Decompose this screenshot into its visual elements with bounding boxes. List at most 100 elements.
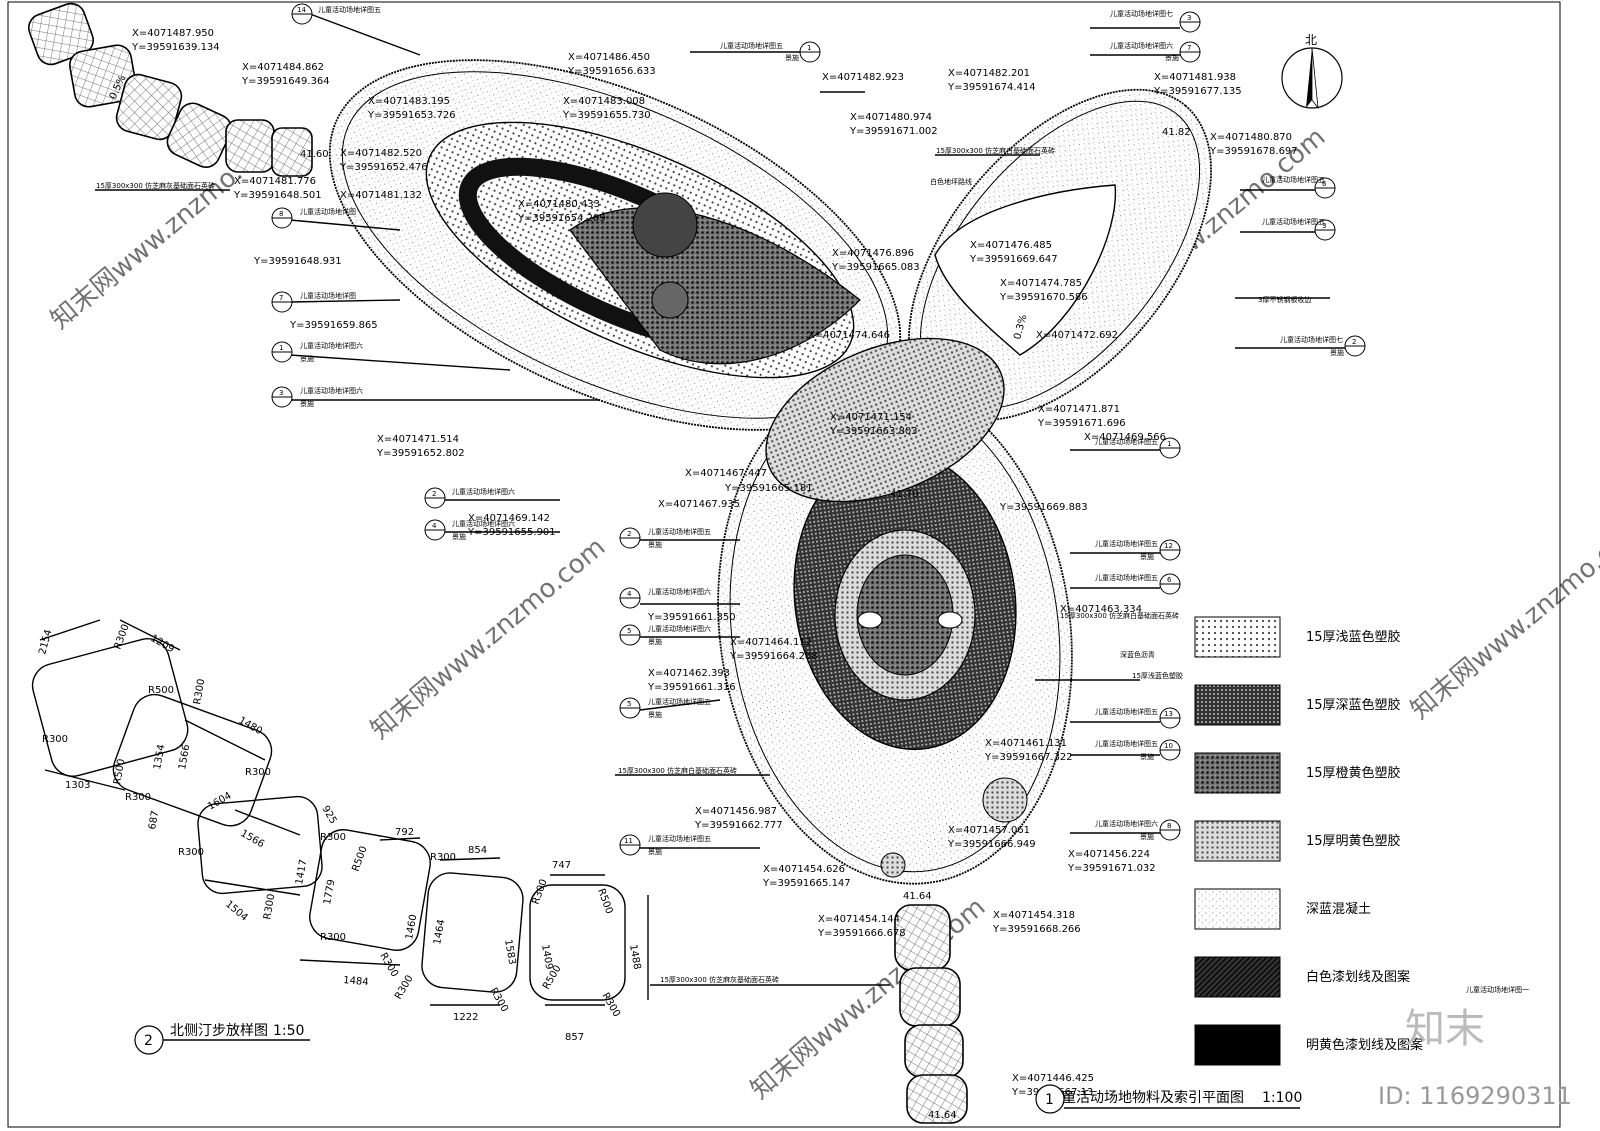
callout-text: 儿童活动场地详图五	[1095, 539, 1158, 548]
legend-label: 15厚明黄色塑胶	[1306, 833, 1401, 849]
callout-sub: 景施	[648, 710, 662, 719]
coordinate-label: X=4071481.132	[340, 190, 422, 201]
dimension-label: 1504	[223, 899, 250, 924]
coordinate-label: Y=39591665.083	[831, 262, 920, 273]
coordinate-label: X=4071471.154	[830, 412, 912, 423]
elevation-label: 41.70	[890, 489, 919, 500]
dimension-label: 854	[468, 845, 487, 856]
dimension-label: 1303	[65, 780, 90, 791]
callout-number: 2	[432, 490, 436, 498]
coordinate-label: Y=39591639.134	[131, 42, 220, 53]
coordinate-label: X=4071474.646	[808, 330, 890, 341]
callout-sub: 景施	[1140, 752, 1154, 761]
dimension-label: 1464	[432, 919, 447, 946]
main-title: 1 童活动场地物料及索引平面图 1:100	[1035, 1084, 1302, 1114]
coordinate-label: X=4071461.131	[985, 738, 1067, 749]
stepping-stone-detail	[31, 638, 626, 1001]
dimension-labels: 2154 1209 R300 R500 R300 1480 1354 1566 …	[37, 623, 642, 1043]
dimension-label: 1354	[152, 744, 167, 771]
dimension-label: 747	[552, 860, 571, 871]
dimension-label: 1604	[206, 790, 234, 812]
callout-number: 3	[279, 389, 283, 397]
material-legend: 15厚浅蓝色塑胶 15厚深蓝色塑胶 15厚橙黄色塑胶 15厚明黄色塑胶 深蓝混凝…	[1194, 616, 1423, 1066]
callout-number: 5	[627, 700, 631, 708]
legend-swatch	[1194, 956, 1281, 998]
dimension-label: 1409	[539, 944, 554, 971]
coordinate-label: X=4071446.425	[1012, 1073, 1094, 1084]
dimension-label: R300	[262, 893, 277, 921]
callout-sub: 景施	[1140, 832, 1154, 841]
coordinate-label: Y=39591648.931	[253, 256, 342, 267]
dimension-label: R300	[112, 623, 131, 651]
material-note: 儿童活动场地详图一	[1466, 985, 1529, 994]
legend-swatch	[1194, 616, 1281, 658]
legend-label: 15厚深蓝色塑胶	[1306, 697, 1401, 713]
callout-sub: 景施	[648, 540, 662, 549]
detail-title-text: 北侧汀步放样图	[170, 1023, 268, 1039]
callout-sub: 景施	[648, 637, 662, 646]
coordinate-label: Y=39591664.288	[729, 651, 818, 662]
dimension-label: 1484	[343, 975, 369, 988]
material-note: 15厚300x300 仿芝麻白基础面石英砖	[618, 766, 737, 775]
callout-text: 儿童活动场地详图五	[1095, 739, 1158, 748]
dimension-label: 925	[319, 804, 338, 826]
north-label: 北	[1305, 33, 1317, 47]
dimension-label: 1480	[237, 715, 265, 737]
callout-sub: 景施	[785, 53, 799, 62]
coordinate-label: X=4071482.520	[340, 148, 422, 159]
elevation-label: 41.82	[1162, 127, 1191, 138]
callout-number: 14	[297, 6, 306, 14]
playground-ellipse-south	[717, 375, 1073, 885]
dimension-label: R300	[320, 932, 346, 943]
coordinate-label: Y=39591669.883	[999, 502, 1088, 513]
coordinate-label: Y=39591674.414	[947, 82, 1036, 93]
coordinate-label: X=4071480.433	[518, 199, 600, 210]
legend-swatch	[1194, 752, 1281, 794]
callout-text: 儿童活动场地详图五	[720, 41, 783, 50]
coordinate-label: X=4071454.144	[818, 914, 900, 925]
coordinate-label: X=4071471.514	[377, 434, 459, 445]
coordinate-label: X=4071476.485	[970, 240, 1052, 251]
drawing-frame	[7, 1, 1561, 1128]
coordinate-label: Y=39591666.949	[947, 839, 1036, 850]
legend-swatch	[1194, 1024, 1281, 1066]
coordinate-label: Y=39591670.586	[999, 292, 1088, 303]
dimension-label: 687	[147, 810, 161, 831]
stepping-stones-north	[28, 2, 313, 177]
image-id-label: ID: 1169290311	[1378, 1082, 1572, 1110]
coordinate-label: X=4071467.447	[685, 468, 767, 479]
callout-text: 儿童活动场地详图五	[318, 5, 381, 14]
coordinate-label: Y=39591649.364	[241, 76, 330, 87]
dimension-label: R300	[320, 832, 346, 843]
material-note: 15厚300x300 仿芝麻白基础面石英砖	[936, 146, 1055, 155]
callout-text: 儿童活动场地详图五	[648, 527, 711, 536]
coordinate-label: Y=39591655.901	[467, 527, 556, 538]
callout-number: 3	[1187, 14, 1191, 22]
coordinate-label: X=4071457.061	[948, 825, 1030, 836]
callout-number: 11	[624, 837, 633, 845]
dimension-label: R300	[192, 678, 207, 706]
callout-text: 儿童活动场地详图五	[1262, 175, 1325, 184]
watermark-text: 知末网www.znzmo.com	[365, 532, 611, 745]
callout-sub: 景施	[300, 399, 314, 408]
legend-label: 15厚浅蓝色塑胶	[1306, 629, 1401, 645]
material-note: 15厚300x300 仿芝麻灰基础面石英砖	[96, 181, 215, 190]
callout-number: 1	[1167, 440, 1171, 448]
callout-text: 儿童活动场地详图六	[452, 519, 515, 528]
main-title-text: 童活动场地物料及索引平面图	[1062, 1089, 1244, 1106]
material-note: 3厚不锈钢板收边	[1258, 295, 1311, 304]
coordinate-label: X=4071454.626	[763, 864, 845, 875]
elevation-label: 41.60	[300, 149, 329, 160]
detail-title-scale: 1:50	[273, 1023, 304, 1039]
material-notes: 15厚300x300 仿芝麻灰基础面石英砖 15厚300x300 仿芝麻白基础面…	[96, 146, 1529, 994]
